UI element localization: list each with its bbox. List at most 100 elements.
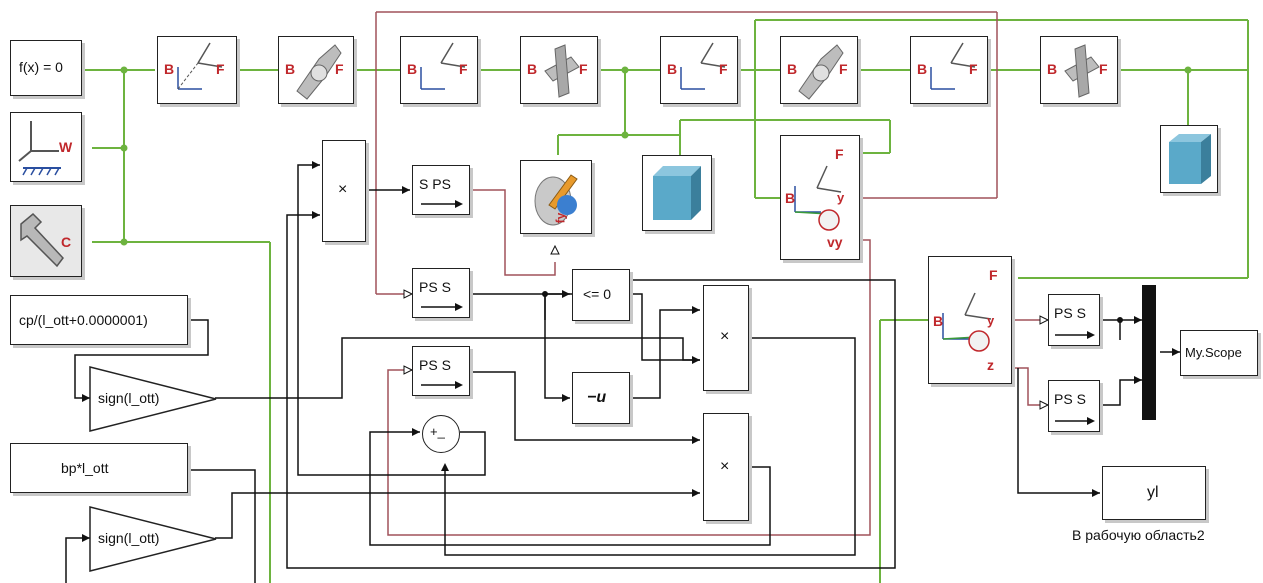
port-f-label: F (839, 61, 848, 77)
port-f-label: F (719, 61, 728, 77)
solid-block-2[interactable] (642, 155, 712, 231)
mechanism-configuration-block[interactable]: C (10, 205, 82, 277)
rigid-transform-3[interactable]: B F (660, 36, 738, 104)
rigid-transform-2[interactable]: B F (400, 36, 478, 104)
unary-minus-block[interactable]: −u (572, 372, 630, 424)
converter-label: PS S (1054, 305, 1086, 321)
revolute-joint-icon (296, 44, 342, 100)
port-b-label: B (1047, 61, 1058, 77)
world-frame-icon (18, 121, 61, 176)
arrow-icon (421, 200, 463, 208)
arrow-icon (421, 381, 463, 389)
compare-label: <= 0 (583, 286, 612, 302)
port-b-label: B (164, 61, 175, 77)
revolute-joint-2[interactable]: B F (780, 36, 858, 104)
world-frame-block[interactable]: W (10, 112, 82, 182)
sign-block-2[interactable] (88, 505, 220, 573)
constant-value: cp/(l_ott+0.0000001) (19, 312, 148, 328)
workspace-variable: yl (1147, 484, 1159, 501)
sensor-port-b: B (933, 313, 944, 329)
external-force-block[interactable]: fy (520, 160, 592, 234)
product-symbol: × (720, 328, 730, 345)
sensor-port-f: F (989, 267, 998, 283)
transform-sensor-icon (794, 165, 842, 231)
scope-label: My.Scope (1185, 345, 1242, 360)
sum-block[interactable]: +_ (422, 415, 460, 453)
port-f-label: F (335, 61, 344, 77)
ps-simulink-converter-1[interactable]: PS S (412, 268, 470, 318)
port-f-label: F (579, 61, 588, 77)
arrow-icon (1055, 417, 1095, 425)
to-workspace-block[interactable]: yl (1102, 466, 1206, 520)
frame-transform-icon (930, 42, 976, 90)
mux-block[interactable] (1142, 285, 1156, 420)
config-port-label: C (61, 234, 72, 250)
product-block-2[interactable]: × (703, 285, 749, 391)
frame-transform-icon (420, 42, 466, 90)
rigid-transform-1[interactable]: B F (157, 36, 237, 104)
constant-block-1[interactable]: cp/(l_ott+0.0000001) (10, 295, 188, 345)
sensor-y-label: y (987, 313, 995, 328)
force-icon (534, 174, 578, 226)
sign-label-1: sign(l_ott) (98, 390, 160, 406)
port-b-label: B (787, 61, 798, 77)
ps-simulink-converter-3[interactable]: PS S (1048, 294, 1100, 346)
simulink-ps-converter[interactable]: S PS (412, 165, 470, 215)
sensor-port-f: F (835, 146, 844, 162)
prismatic-joint-1[interactable]: B F (520, 36, 598, 104)
solid-cube-icon (1169, 134, 1211, 184)
port-b-label: B (667, 61, 678, 77)
port-b-label: B (527, 61, 538, 77)
scope-block[interactable]: My.Scope (1180, 330, 1258, 376)
converter-label: S PS (419, 176, 451, 192)
port-f-label: F (459, 61, 468, 77)
product-symbol: × (720, 458, 730, 475)
product-symbol: × (338, 181, 348, 198)
port-b-label: B (285, 61, 296, 77)
arrow-icon (1055, 331, 1095, 339)
port-b-label: B (917, 61, 928, 77)
force-label: fy (553, 212, 568, 224)
port-f-label: F (1099, 61, 1108, 77)
world-port-label: W (59, 139, 73, 155)
revolute-joint-1[interactable]: B F (278, 36, 354, 104)
sign-block-1[interactable] (88, 365, 220, 433)
port-f-label: F (969, 61, 978, 77)
solid-block-1[interactable] (1160, 125, 1218, 193)
sensor-port-b: B (785, 190, 796, 206)
solver-configuration-block[interactable]: f(x) = 0 (10, 40, 82, 96)
sign-label-2: sign(l_ott) (98, 530, 160, 546)
transform-sensor-2[interactable]: F B y z (928, 256, 1012, 384)
transform-sensor-1[interactable]: F B y vy (780, 135, 860, 260)
sensor-vy-label: vy (827, 234, 843, 250)
converter-label: PS S (1054, 391, 1086, 407)
compare-to-zero-block[interactable]: <= 0 (572, 269, 630, 321)
frame-transform-icon (177, 42, 223, 90)
constant-block-2[interactable]: bp*l_ott (10, 443, 188, 493)
sum-signs: +_ (430, 424, 445, 439)
ps-simulink-converter-2[interactable]: PS S (412, 346, 470, 396)
sensor-y-label: y (837, 190, 845, 205)
product-block-1[interactable]: × (322, 140, 366, 242)
prismatic-joint-2[interactable]: B F (1040, 36, 1118, 104)
frame-transform-icon (680, 42, 726, 90)
rigid-transform-4[interactable]: B F (910, 36, 988, 104)
prismatic-joint-icon (1064, 44, 1100, 98)
solid-cube-icon (653, 166, 701, 220)
ps-simulink-converter-4[interactable]: PS S (1048, 380, 1100, 432)
gain-label: −u (587, 389, 607, 406)
revolute-joint-icon (798, 44, 844, 100)
product-block-3[interactable]: × (703, 413, 749, 521)
converter-label: PS S (419, 357, 451, 373)
transform-sensor-icon (942, 292, 992, 352)
port-b-label: B (407, 61, 418, 77)
sensor-z-label: z (987, 357, 994, 373)
solver-label: f(x) = 0 (19, 59, 63, 75)
wrench-icon (20, 212, 64, 268)
port-f-label: F (216, 61, 225, 77)
arrow-icon (421, 303, 463, 311)
workspace-caption: В рабочую область2 (1072, 527, 1205, 543)
prismatic-joint-icon (544, 44, 580, 98)
